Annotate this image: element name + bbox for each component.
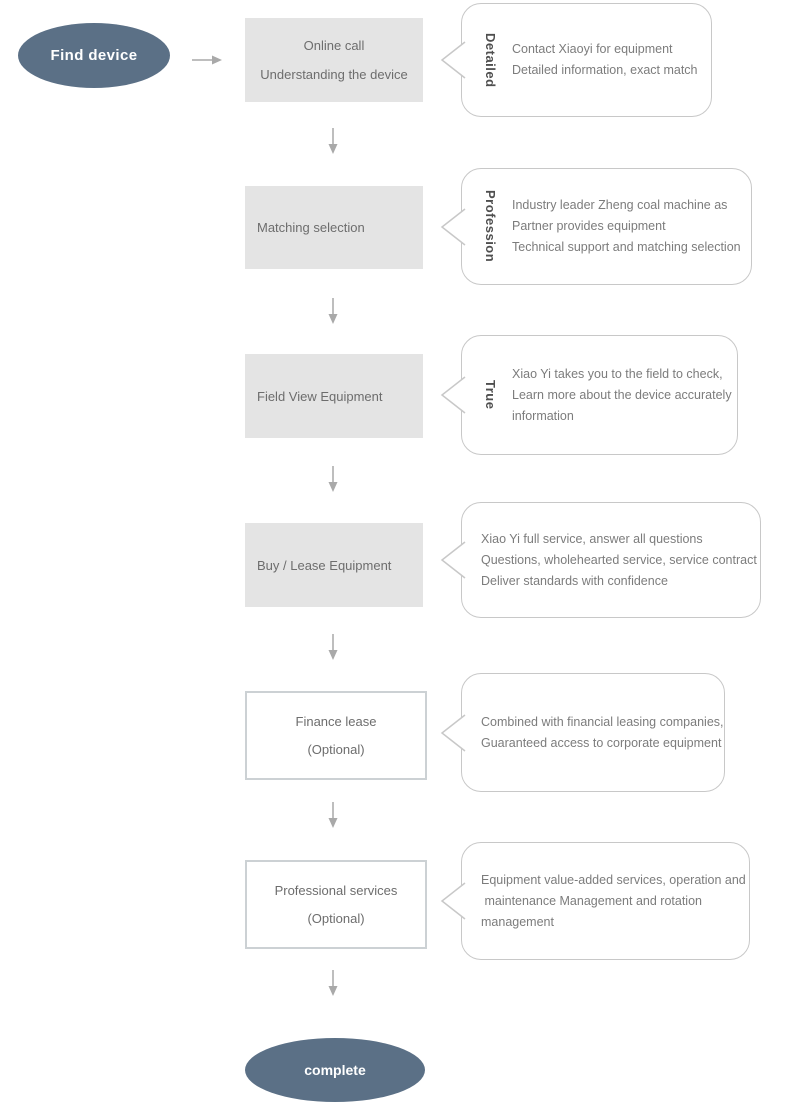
callout-finance-lease: Combined with financial leasing companie… [440,673,725,792]
callout-line: Industry leader Zheng coal machine as [512,198,728,212]
bubble-tail-icon [440,41,466,79]
start-label: Find device [50,47,138,64]
step-box-buy-lease-equipment: Buy / Lease Equipment [245,523,423,607]
box-line: (Optional) [307,741,365,757]
box-line: Professional services [274,882,398,898]
down-arrow-icon [328,298,338,324]
box-line: Field View Equipment [257,388,383,404]
bubble-tail-icon [440,376,466,414]
step-box-matching-selection: Matching selection [245,186,423,269]
down-arrow-icon [328,128,338,154]
start-ellipse: Find device [18,23,170,88]
box-line: Finance lease [295,713,377,729]
down-arrow-icon [328,634,338,660]
callout-line: Xiao Yi takes you to the field to check, [512,366,723,381]
callout-full-service: Xiao Yi full service, answer all questio… [440,502,761,618]
callout-line: management [481,914,554,929]
callout-line: Questions, wholehearted service, service… [481,552,757,567]
callout-tag: Profession [483,190,498,263]
down-arrow-icon [328,970,338,996]
callout-line: Contact Xiaoyi for equipment [512,42,673,56]
callout-line: Deliver standards with confidence [481,573,668,588]
callout-profession: Profession Industry leader Zheng coal ma… [440,168,752,285]
bubble-tail-icon [440,207,466,246]
step-box-field-view-equipment: Field View Equipment [245,354,423,438]
box-line: Understanding the device [260,67,408,82]
bubble-tail-icon [440,713,466,752]
callout-true: True Xiao Yi takes you to the field to c… [440,335,738,455]
right-arrow-icon [192,55,222,65]
step-box-finance-lease: Finance lease (Optional) [245,691,427,780]
callout-line: Equipment value-added services, operatio… [481,872,746,887]
callout-line: information [512,408,574,423]
callout-detailed: Detailed Contact Xiaoyi for equipment De… [440,3,712,117]
callout-value-added-services: Equipment value-added services, operatio… [440,842,750,960]
down-arrow-icon [328,466,338,492]
callout-line: Partner provides equipment [512,219,666,233]
bubble-tail-icon [440,541,466,579]
bubble-tail-icon [440,882,466,920]
down-arrow-icon [328,802,338,828]
box-line: Online call [303,38,365,53]
end-ellipse: complete [245,1038,425,1102]
callout-tag: Detailed [483,32,498,88]
end-label: complete [304,1062,366,1078]
box-line: Buy / Lease Equipment [257,557,392,573]
box-line: (Optional) [307,910,365,926]
callout-line: Combined with financial leasing companie… [481,714,724,729]
callout-line: Technical support and matching selection [512,240,741,254]
step-box-professional-services: Professional services (Optional) [245,860,427,949]
step-box-online-call: Online call Understanding the device [245,18,423,102]
callout-line: Guaranteed access to corporate equipment [481,735,722,750]
callout-line: Learn more about the device accurately [512,387,732,402]
callout-line: maintenance Management and rotation [481,893,702,908]
callout-tag: True [483,380,498,410]
box-line: Matching selection [257,220,365,235]
callout-line: Detailed information, exact match [512,63,698,77]
callout-line: Xiao Yi full service, answer all questio… [481,531,703,546]
